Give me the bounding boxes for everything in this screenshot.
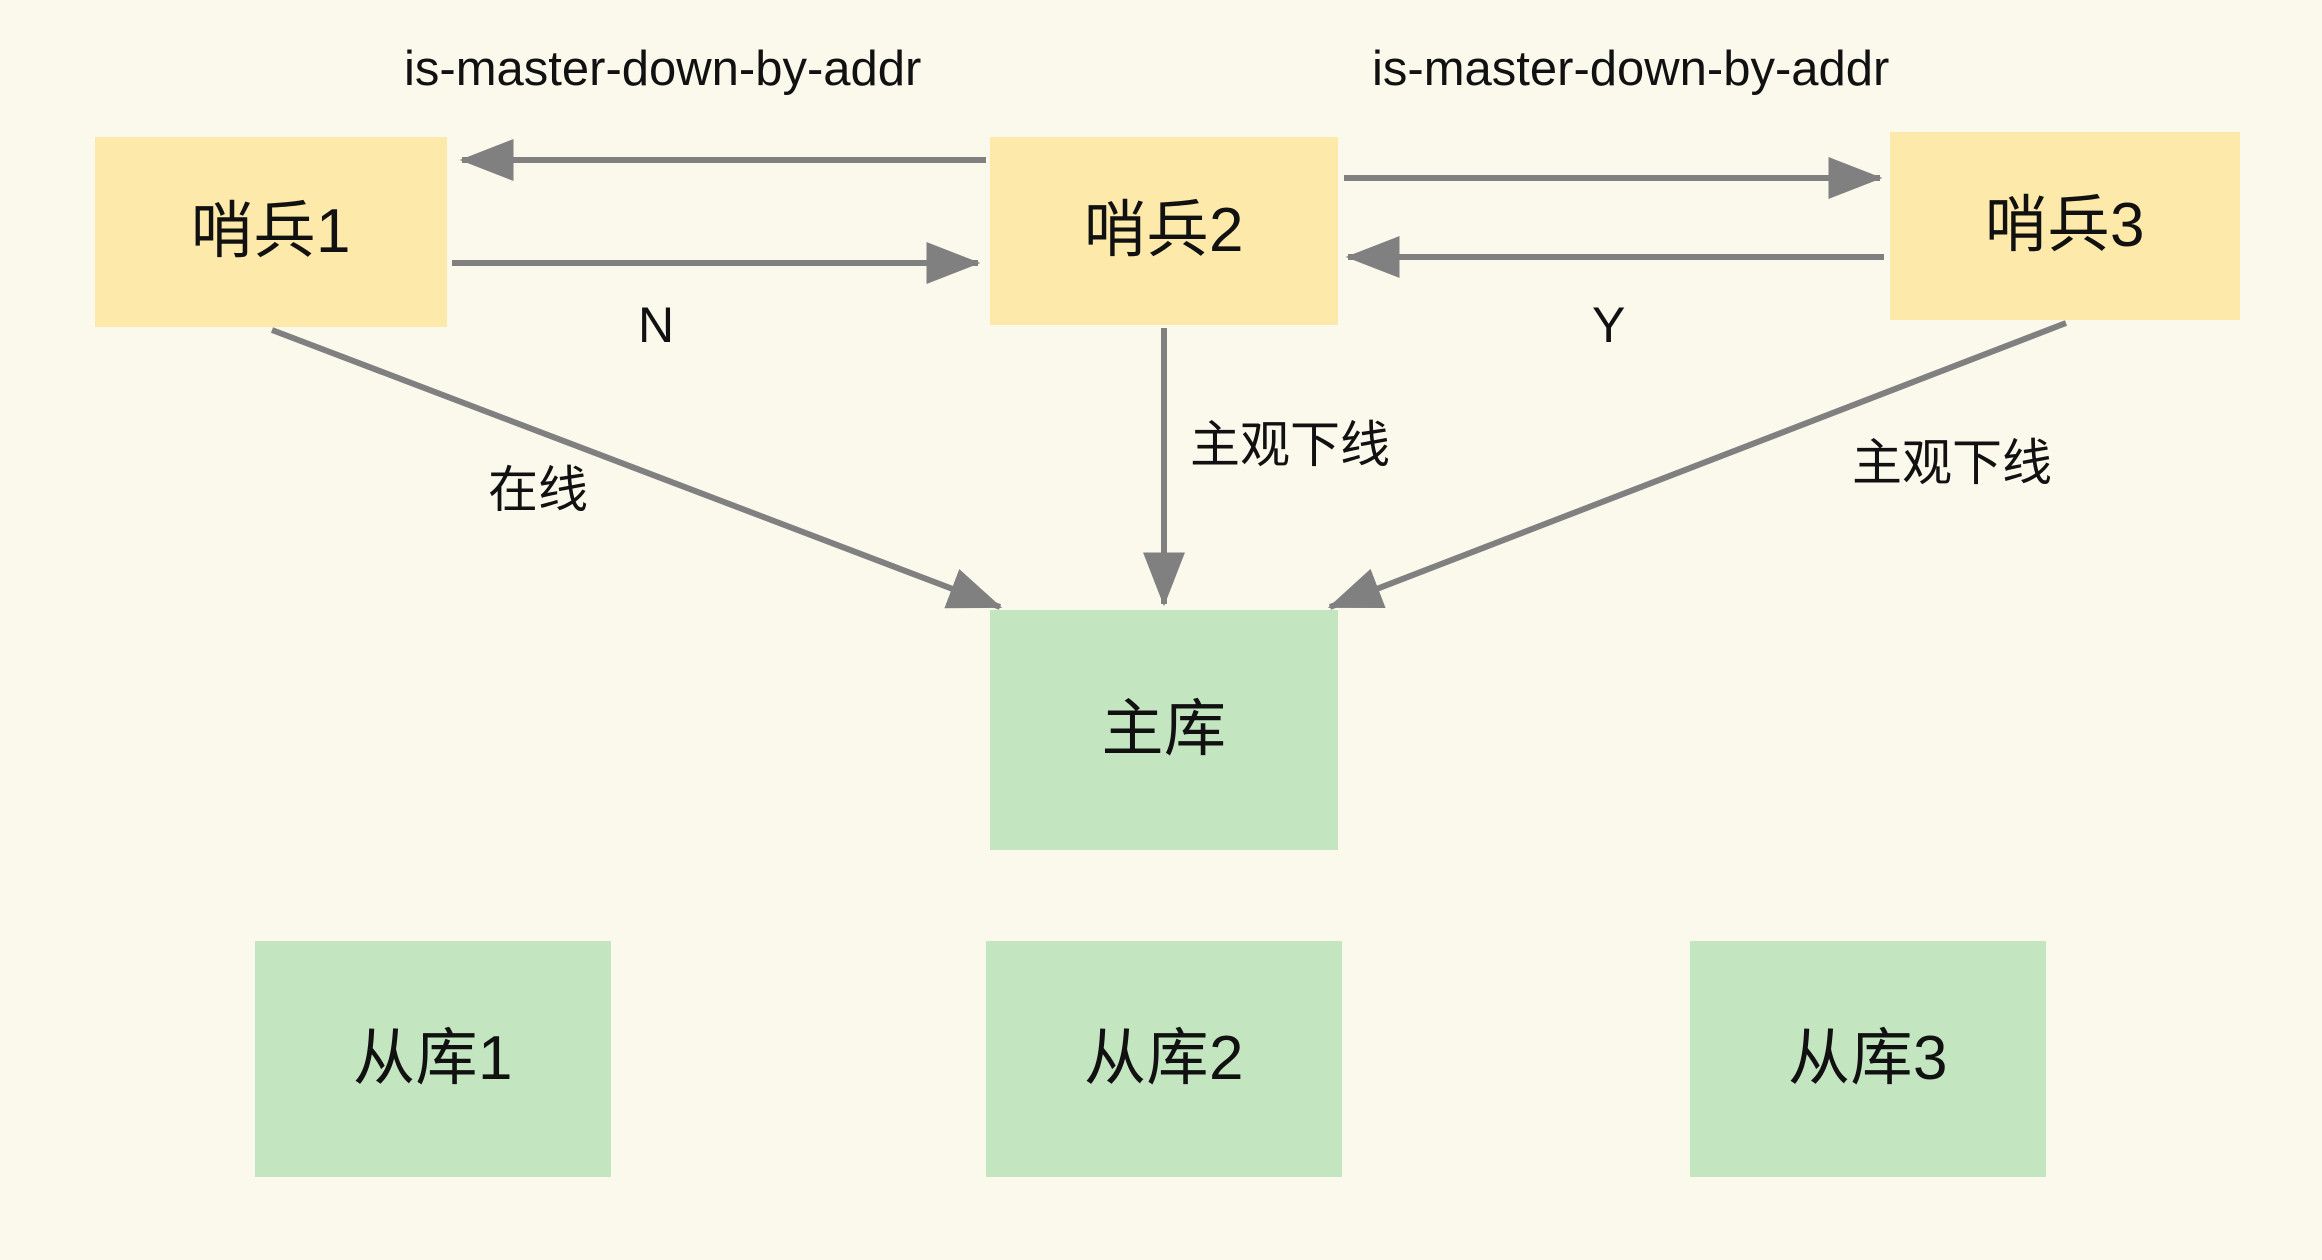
edge-label-subjective-down-center: 主观下线 <box>1190 417 1390 473</box>
node-master-label: 主库 <box>1101 695 1227 764</box>
node-replica2[interactable]: 从库2 <box>986 941 1342 1177</box>
edge-s1-to-master <box>270 327 1003 610</box>
node-sentinel2-label: 哨兵2 <box>1084 196 1244 265</box>
edge-label-reply-n: N <box>638 297 675 353</box>
node-sentinel1-label: 哨兵1 <box>191 197 351 266</box>
edge-label-online: 在线 <box>488 462 588 518</box>
node-sentinel3-label: 哨兵3 <box>1985 191 2145 260</box>
node-sentinel2[interactable]: 哨兵2 <box>990 137 1338 325</box>
edge-label-reply-y: Y <box>1592 297 1626 353</box>
edge-label-subjective-down-right: 主观下线 <box>1852 435 2052 491</box>
edge-label-is-master-down-by-addr-left: is-master-down-by-addr <box>404 42 922 96</box>
node-replica3-label: 从库3 <box>1788 1024 1948 1093</box>
node-sentinel1[interactable]: 哨兵1 <box>95 137 447 327</box>
node-replica1-label: 从库1 <box>353 1024 513 1093</box>
node-master[interactable]: 主库 <box>990 610 1338 850</box>
node-replica3[interactable]: 从库3 <box>1690 941 2046 1177</box>
edge-label-is-master-down-by-addr-right: is-master-down-by-addr <box>1372 42 1890 96</box>
node-sentinel3[interactable]: 哨兵3 <box>1890 132 2240 320</box>
node-replica2-label: 从库2 <box>1084 1024 1244 1093</box>
node-replica1[interactable]: 从库1 <box>255 941 611 1177</box>
